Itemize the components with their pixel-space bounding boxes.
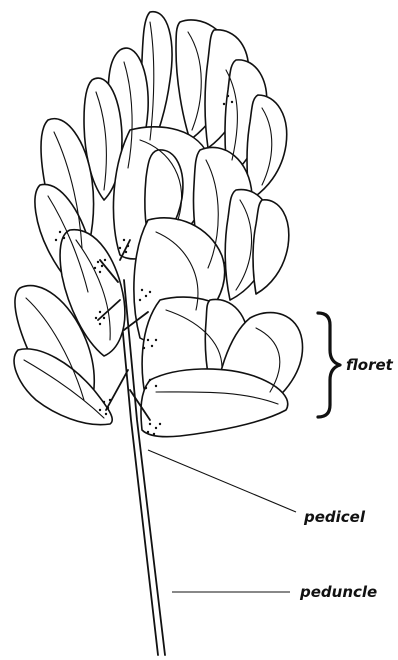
- pedicel-label: pedicel: [303, 508, 366, 526]
- pedicel-leader-line: [148, 450, 296, 512]
- peduncle-label: peduncle: [299, 583, 377, 601]
- floret-brace: [318, 313, 340, 417]
- floret-label: floret: [346, 356, 394, 374]
- petal-group-lower: [14, 286, 302, 437]
- flower-cluster: [14, 12, 302, 437]
